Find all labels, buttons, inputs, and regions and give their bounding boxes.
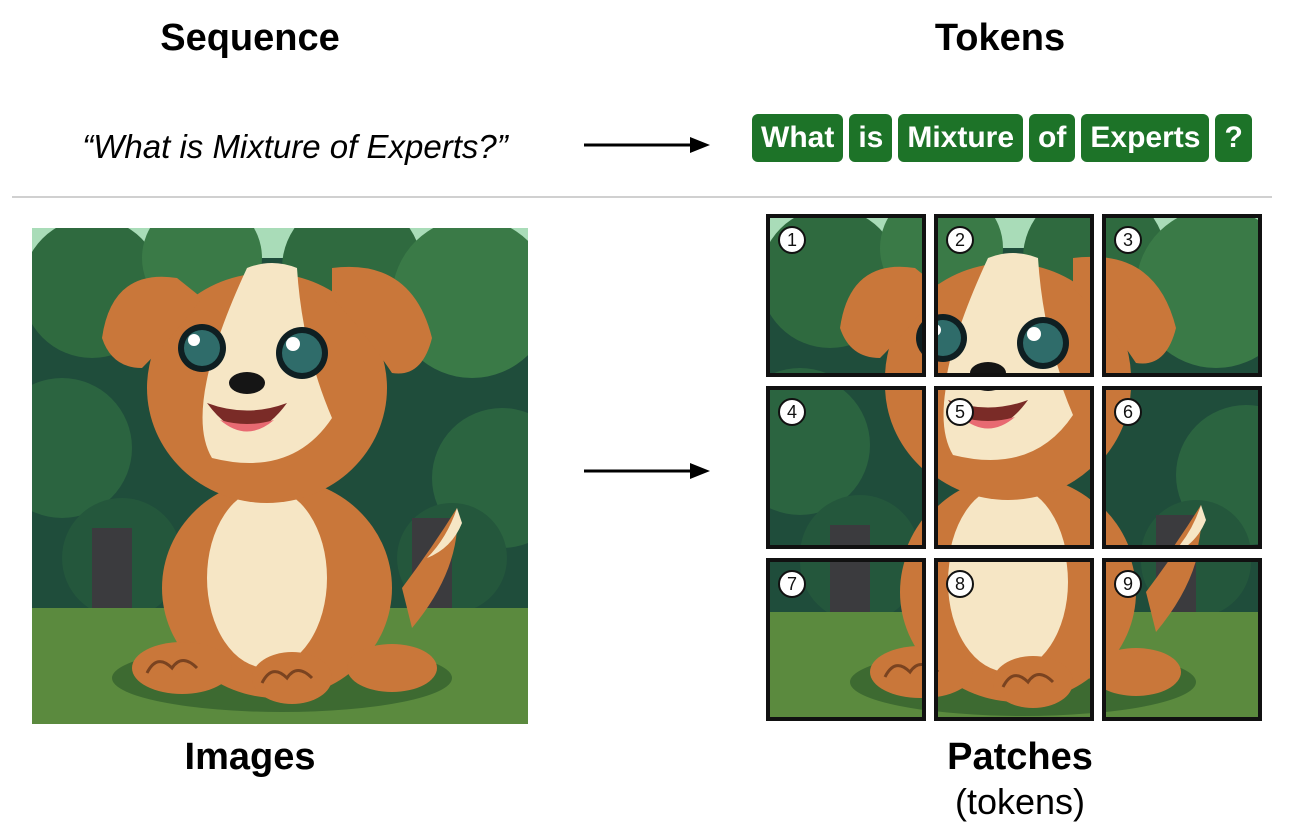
patch-number-badge: 7 (778, 570, 806, 598)
patch-number-badge: 2 (946, 226, 974, 254)
token-chip: Experts (1081, 114, 1210, 162)
tokens-heading: Tokens (934, 17, 1066, 59)
patch-number-badge: 4 (778, 398, 806, 426)
puppy-image (32, 228, 528, 724)
image-patch: 5 (934, 386, 1094, 549)
image-patch: 1 (766, 214, 926, 377)
arrow-right-icon (584, 137, 710, 153)
patch-number-badge: 8 (946, 570, 974, 598)
image-patch: 6 (1102, 386, 1262, 549)
patch-number-badge: 1 (778, 226, 806, 254)
token-chip: Mixture (898, 114, 1024, 162)
input-sentence: “What is Mixture of Experts?” (82, 128, 508, 165)
sequence-heading: Sequence (160, 17, 340, 59)
patches-label: Patches (947, 736, 1093, 778)
patch-grid: 1 2 3 4 5 6 7 8 9 (766, 214, 1270, 724)
section-divider (12, 196, 1272, 198)
image-patch: 7 (766, 558, 926, 721)
patch-number-badge: 3 (1114, 226, 1142, 254)
token-row: What is Mixture of Experts ? (752, 114, 1252, 162)
arrow-right-icon (584, 463, 710, 479)
image-patch: 4 (766, 386, 926, 549)
token-chip: ? (1215, 114, 1252, 162)
token-chip: is (849, 114, 893, 162)
patch-number-badge: 9 (1114, 570, 1142, 598)
image-patch: 2 (934, 214, 1094, 377)
patch-number-badge: 6 (1114, 398, 1142, 426)
image-patch: 3 (1102, 214, 1262, 377)
patch-number-badge: 5 (946, 398, 974, 426)
token-chip: of (1029, 114, 1076, 162)
image-patch: 8 (934, 558, 1094, 721)
patches-sublabel: (tokens) (954, 781, 1086, 822)
images-label: Images (184, 736, 316, 778)
image-patch: 9 (1102, 558, 1262, 721)
token-chip: What (752, 114, 844, 162)
